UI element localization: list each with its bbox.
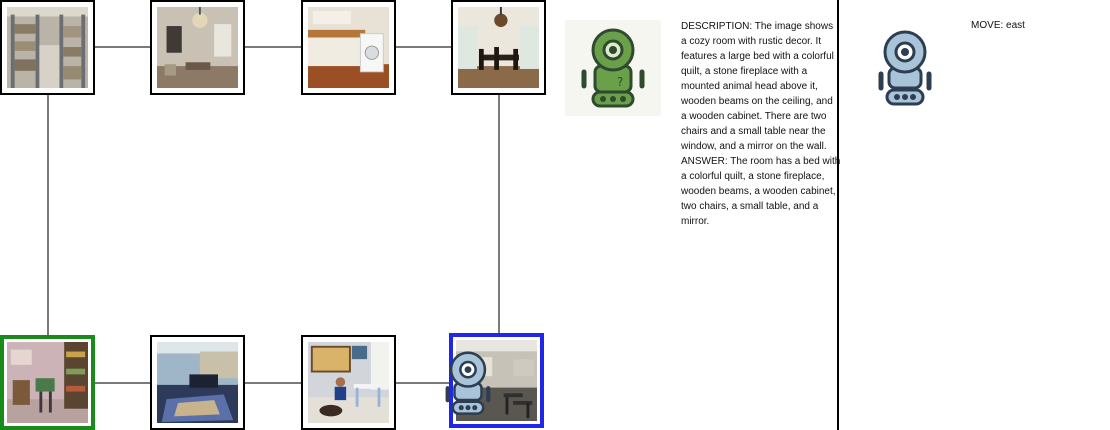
edge — [396, 46, 451, 48]
robot-icon — [445, 351, 491, 415]
kids-play-room — [308, 342, 389, 423]
blue-robot-icon — [878, 30, 932, 106]
room-node-salon[interactable] — [150, 0, 245, 95]
edge — [396, 382, 449, 384]
edge — [95, 382, 150, 384]
room-node-kids[interactable] — [301, 335, 396, 430]
cluttered-study-room — [7, 342, 88, 423]
room-node-storage[interactable] — [0, 0, 95, 95]
laundry-room — [308, 7, 389, 88]
edge — [95, 46, 150, 48]
edge — [245, 46, 301, 48]
green-robot-icon: ? — [581, 28, 645, 108]
move-label: MOVE: east — [971, 20, 1025, 31]
svg-text:?: ? — [617, 75, 623, 89]
storage-shelves-room — [7, 7, 88, 89]
room-node-study-start[interactable] — [0, 335, 95, 430]
panel-divider — [837, 0, 839, 430]
edge — [498, 95, 500, 335]
chandelier-salon-room — [157, 7, 238, 88]
room-node-living[interactable] — [150, 335, 245, 430]
game-board — [0, 0, 546, 430]
living-room-rug — [157, 342, 238, 423]
edge — [47, 95, 49, 335]
dining-room — [458, 7, 539, 88]
agent-avatar-panel: ? — [565, 20, 661, 116]
description-text: DESCRIPTION: The image shows a cozy room… — [681, 21, 841, 227]
room-node-laundry[interactable] — [301, 0, 396, 95]
edge — [245, 382, 301, 384]
room-node-dining[interactable] — [451, 0, 546, 95]
